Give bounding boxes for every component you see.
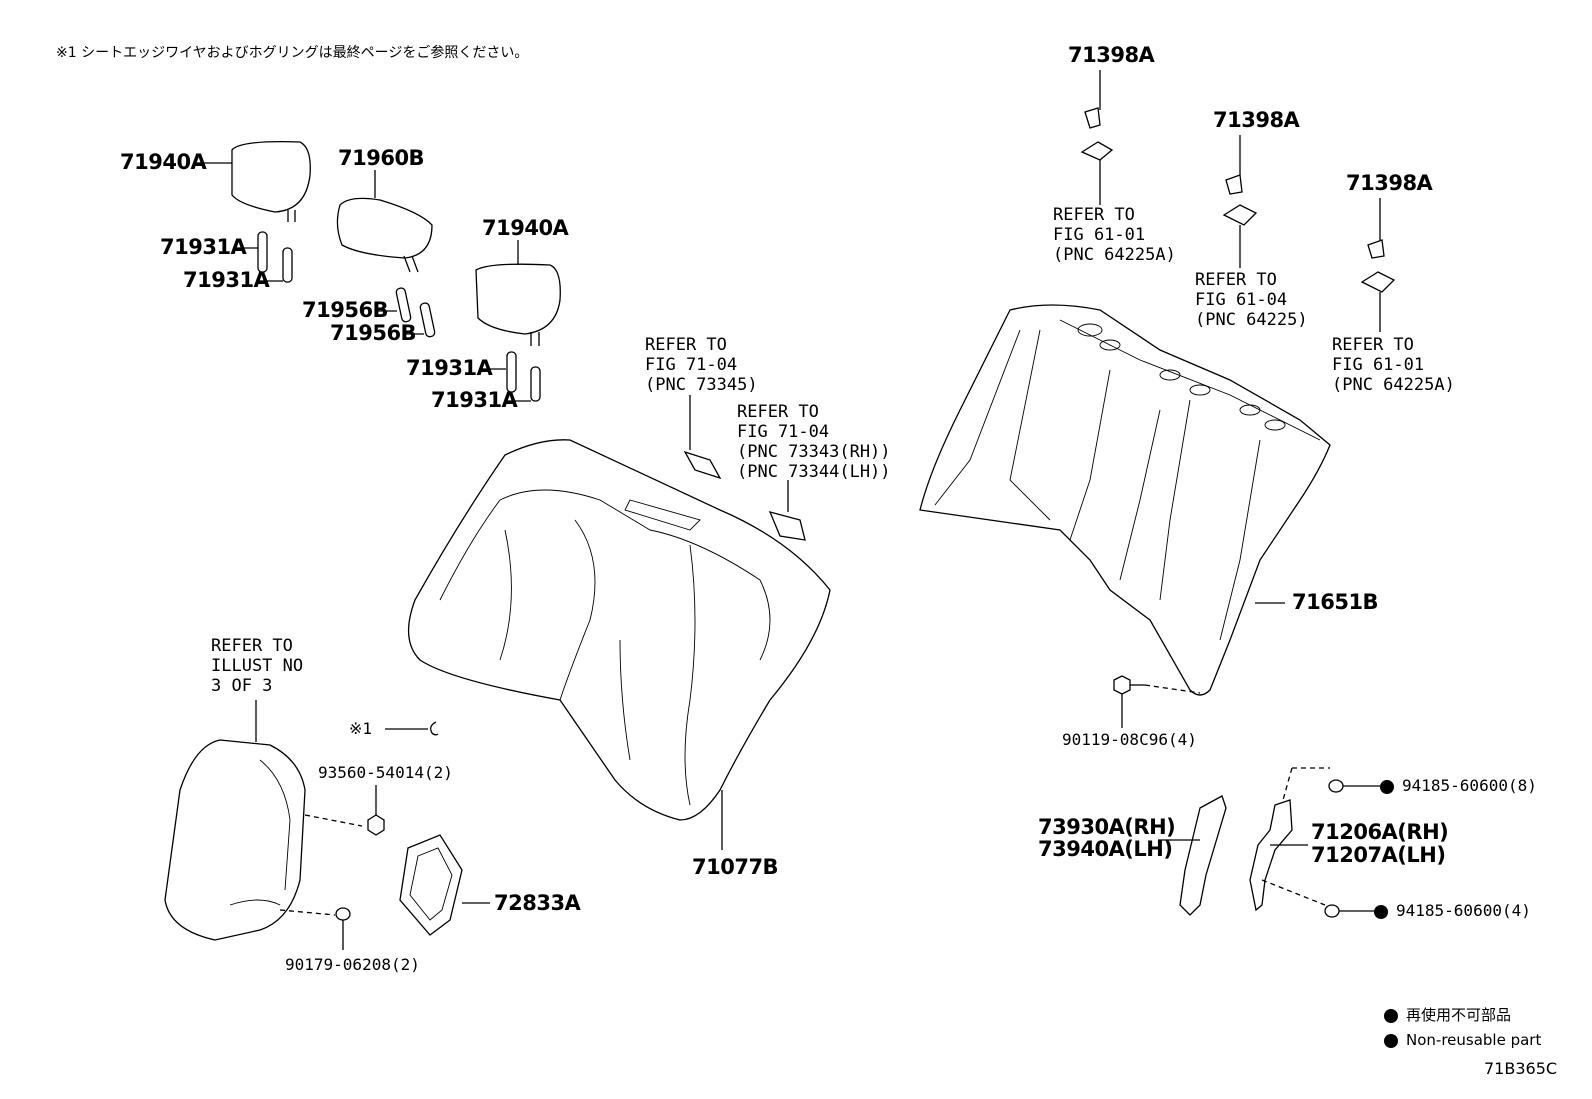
- refer-fig-61-01-b: REFER TO FIG 61-01 (PNC 64225A): [1332, 335, 1455, 395]
- refer-fig-71-04-a: REFER TO FIG 71-04 (PNC 73345): [645, 335, 758, 395]
- legend-jp-text: 再使用不可部品: [1406, 1006, 1512, 1024]
- refer-fig-61-01-a: REFER TO FIG 61-01 (PNC 64225A): [1053, 205, 1176, 265]
- support-pins-right: [480, 351, 541, 402]
- label-73940a: 73940A(LH): [1038, 837, 1173, 861]
- label-71931a-2: 71931A: [183, 268, 270, 292]
- label-71956b-1: 71956B: [302, 298, 389, 322]
- armrest: [164, 700, 363, 941]
- label-90119: 90119-08C96(4): [1062, 730, 1197, 749]
- label-71960b: 71960B: [338, 146, 425, 170]
- label-71956b-2: 71956B: [330, 321, 417, 345]
- label-71398a-right: 71398A: [1346, 171, 1433, 195]
- label-71940a-left: 71940A: [120, 150, 207, 174]
- hinge-nuts: [1324, 779, 1380, 918]
- label-71931a-3: 71931A: [406, 356, 493, 380]
- support-pins-center: [376, 287, 436, 338]
- label-71207a: 71207A(LH): [1311, 843, 1446, 867]
- headrest-right: [475, 240, 561, 346]
- bracket-right-parts: [1360, 198, 1396, 332]
- refer-fig-71-04-b: REFER TO FIG 71-04 (PNC 73343(RH)) (PNC …: [737, 402, 891, 482]
- label-71931a-4: 71931A: [431, 388, 518, 412]
- legend-dot-icon: [1384, 1033, 1398, 1048]
- legend-en: Non-reusable part: [1384, 1033, 1541, 1048]
- headrest-left: [195, 141, 311, 222]
- label-71398a-top: 71398A: [1068, 43, 1155, 67]
- lock-cover-left: [683, 395, 722, 480]
- seatback-frame: [919, 304, 1331, 696]
- label-71206a: 71206A(RH): [1311, 820, 1449, 844]
- label-71398a-mid: 71398A: [1213, 108, 1300, 132]
- headrest-center: [336, 170, 433, 273]
- bracket-top-parts: [1080, 70, 1114, 205]
- non-reusable-mark: [1380, 779, 1394, 794]
- striker-cover: [1158, 795, 1227, 916]
- header-note: ※1 シートエッジワイヤおよびホグリングは最終ページをご参照ください。: [56, 45, 529, 61]
- legend-dot-icon: [1384, 1008, 1398, 1023]
- non-reusable-mark: [1374, 904, 1388, 919]
- figure-code: 71B365C: [1484, 1059, 1558, 1078]
- label-wire-ref: ※1: [349, 719, 373, 738]
- support-pins-left: [234, 231, 293, 283]
- armrest-clip: [367, 785, 385, 836]
- lock-cover-right: [768, 480, 806, 541]
- bracket-mid-parts: [1222, 135, 1258, 268]
- label-72833a: 72833A: [494, 891, 581, 915]
- frame-bolt: [1113, 675, 1201, 728]
- label-94185-upper: 94185-60600(8): [1380, 778, 1537, 794]
- label-90179: 90179-06208(2): [285, 955, 420, 974]
- armrest-nut: [335, 907, 351, 950]
- label-71931a-1: 71931A: [160, 235, 247, 259]
- label-93560: 93560-54014(2): [318, 763, 453, 782]
- refer-illust-3-of-3: REFER TO ILLUST NO 3 OF 3: [211, 636, 304, 696]
- label-94185-lower-text: 94185-60600(4): [1396, 901, 1531, 920]
- label-73930a: 73930A(RH): [1038, 815, 1176, 839]
- legend-jp: 再使用不可部品: [1384, 1008, 1511, 1023]
- label-71651b: 71651B: [1292, 590, 1379, 614]
- refer-fig-61-04: REFER TO FIG 61-04 (PNC 64225): [1195, 270, 1308, 330]
- label-94185-upper-text: 94185-60600(8): [1402, 776, 1537, 795]
- label-71940a-right: 71940A: [482, 216, 569, 240]
- seatback-cover: [407, 439, 831, 850]
- label-94185-lower: 94185-60600(4): [1374, 903, 1531, 919]
- legend-en-text: Non-reusable part: [1406, 1031, 1542, 1049]
- edge-wire: [385, 721, 439, 736]
- label-71077b: 71077B: [692, 855, 779, 879]
- seat-hinge: [1249, 767, 1330, 912]
- armrest-bezel: [399, 834, 490, 936]
